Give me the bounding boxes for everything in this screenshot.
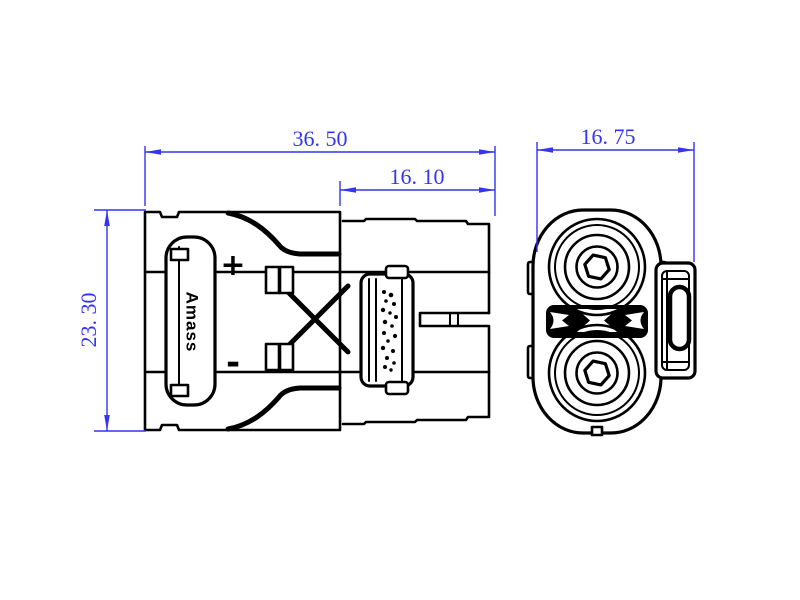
front-view [526, 208, 697, 437]
nose-slot [418, 311, 491, 328]
polarity-negative-label: - [226, 343, 240, 383]
dimension-label: 36. 50 [293, 126, 348, 151]
latch-grip-texture [380, 290, 398, 372]
dimension-label: 16. 75 [581, 124, 636, 149]
latch-post [264, 342, 281, 372]
dimension-body-height: 23. 30 [76, 209, 146, 432]
chamfer-line-top [225, 210, 342, 257]
latch-tab-lines [661, 270, 690, 371]
chamfer-line-bottom [225, 385, 342, 432]
extension-line [94, 209, 146, 432]
contact-hex-hole-bottom [583, 359, 611, 387]
side-latch-tab [654, 261, 697, 380]
keyway-cutout-left [550, 312, 569, 329]
dimension-arrow [340, 187, 356, 193]
brand-label: Amass [183, 292, 202, 353]
dimension-arrow [479, 187, 495, 193]
dimension-arrow [104, 415, 110, 431]
dimension-front-width: 16. 75 [536, 124, 695, 262]
dimension-label: 16. 10 [390, 164, 445, 189]
latch-post [278, 265, 295, 295]
side-view: Amass + - [143, 210, 491, 432]
seal-plate: Amass [164, 235, 217, 407]
latch-mechanism [264, 264, 415, 396]
seal-plate-clip-bottom [169, 383, 190, 398]
latch-post [278, 342, 295, 372]
extension-line [536, 142, 695, 262]
latch-frame-lines [368, 278, 403, 382]
dimension-arrow [537, 147, 553, 153]
dimension-arrow [145, 149, 161, 155]
dimension-nose-length: 16. 10 [339, 164, 495, 206]
seal-plate-clip-top [169, 247, 190, 262]
latch-tab-hook [667, 284, 692, 352]
contact-circle-top [547, 217, 647, 317]
extension-line [144, 146, 496, 216]
dimension-arrow [479, 149, 495, 155]
keyway-cutout-right [625, 312, 644, 329]
latch-cap-bottom [384, 380, 410, 396]
nose-slot-clips [449, 312, 459, 327]
nose-outline [341, 217, 491, 426]
latch-post [264, 265, 281, 295]
bottom-notch [590, 425, 604, 437]
latch-cap-top [384, 264, 410, 280]
dimension-overall-length: 36. 50 [144, 126, 496, 216]
polarity-positive-label: + [220, 248, 245, 283]
contact-circle-bottom [547, 323, 647, 423]
dimension-arrow [104, 210, 110, 226]
dimension-arrow [678, 147, 694, 153]
contact-hex-hole-top [583, 253, 611, 281]
dimension-label: 23. 30 [76, 293, 101, 348]
latch-struts [281, 283, 351, 355]
plug-nose [341, 217, 491, 426]
